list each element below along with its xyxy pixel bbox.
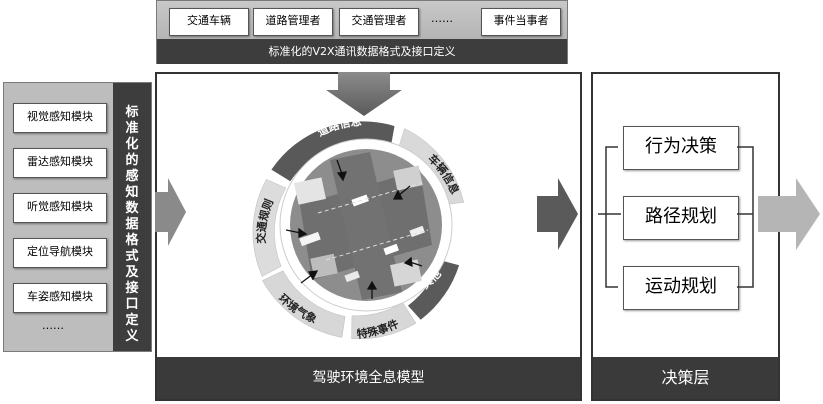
decision-panel: 行为决策 路径规划 运动规划 决策层 xyxy=(591,72,780,401)
v2x-source-traffic-manager: 交通管理者 xyxy=(339,8,419,36)
sensing-interface-bar: 标准化的感知数据格式及接口定义 xyxy=(113,83,151,351)
ring-segment-other xyxy=(408,260,460,320)
v2x-source-event-party: 事件当事者 xyxy=(481,8,561,36)
v2x-source-road-manager: 道路管理者 xyxy=(253,8,333,36)
ring-segment-special-events xyxy=(351,302,417,340)
v2x-source-traffic-vehicle: 交通车辆 xyxy=(169,8,249,36)
decision-behavior: 行为决策 xyxy=(623,126,739,170)
sensing-module-navigation: 定位导航模块 xyxy=(13,238,107,268)
sensing-arrow xyxy=(155,178,186,246)
sensing-module-vision: 视觉感知模块 xyxy=(13,103,107,133)
v2x-interface-label: 标准化的V2X通讯数据格式及接口定义 xyxy=(157,39,567,64)
sensing-panel: 视觉感知模块 雷达感知模块 听觉感知模块 定位导航模块 车姿感知模块 …… 标准… xyxy=(3,82,152,352)
sensing-ellipsis: …… xyxy=(42,319,64,332)
ring-segment-environment xyxy=(262,270,346,338)
sensing-module-audio: 听觉感知模块 xyxy=(13,193,107,223)
decision-bracket-left xyxy=(598,146,621,288)
decision-path-planning: 路径规划 xyxy=(623,196,739,240)
decision-bracket-right xyxy=(737,146,754,288)
decision-motion-planning: 运动规划 xyxy=(623,266,739,310)
sensing-module-radar: 雷达感知模块 xyxy=(13,148,107,178)
holographic-model-title: 驾驶环境全息模型 xyxy=(157,357,580,399)
environment-ring: 道路信息 车辆信息 交通规则 环境气象 特殊事件 其他 xyxy=(252,114,465,341)
ring-segment-road-info xyxy=(271,121,395,182)
down-arrow xyxy=(326,72,402,116)
decision-layer-title: 决策层 xyxy=(593,357,778,399)
sensing-module-attitude: 车姿感知模块 xyxy=(13,283,107,313)
ring-inward-arrows xyxy=(285,159,423,299)
output-arrow xyxy=(758,178,820,250)
v2x-ellipsis: …… xyxy=(431,12,453,25)
ring-segment-traffic-rules xyxy=(252,179,287,277)
v2x-panel: 交通车辆 道路管理者 交通管理者 …… 事件当事者 标准化的V2X通讯数据格式及… xyxy=(156,0,568,64)
sensing-interface-label: 标准化的感知数据格式及接口定义 xyxy=(125,105,139,344)
model-to-decision-arrow xyxy=(537,178,578,250)
